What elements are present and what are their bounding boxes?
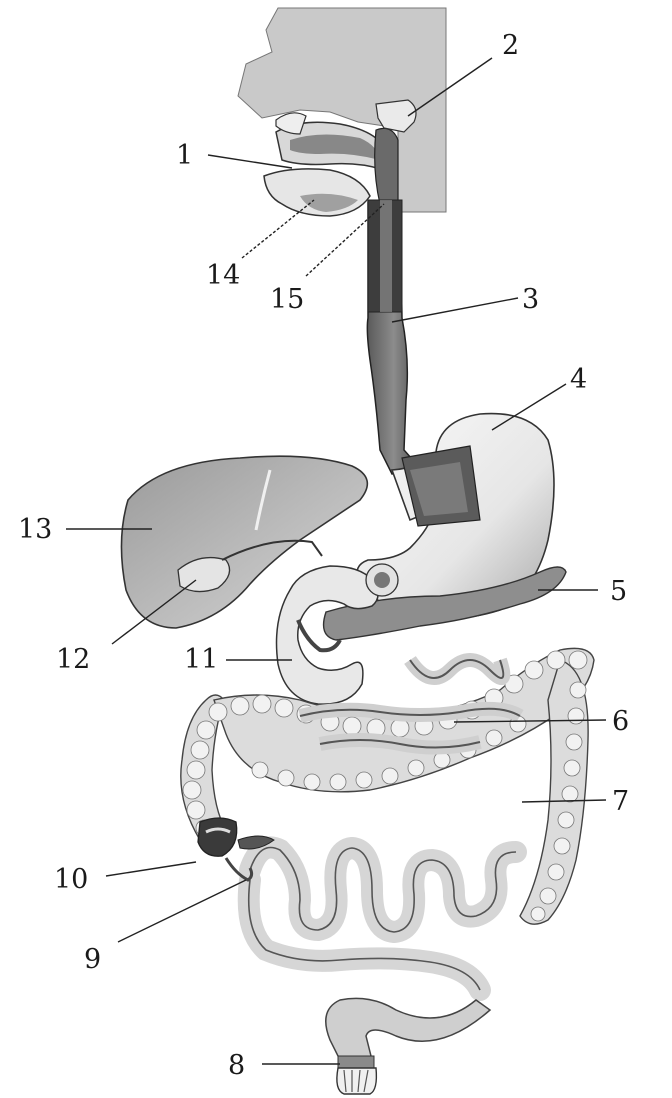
label-4: 4 (570, 366, 587, 393)
small-intestine-coils (249, 848, 516, 991)
leader-line-3 (392, 298, 518, 322)
label-5: 5 (610, 578, 627, 605)
label-12: 12 (56, 646, 90, 673)
label-14: 14 (206, 262, 240, 289)
label-6: 6 (612, 708, 629, 735)
label-1: 1 (176, 142, 193, 169)
label-9: 9 (84, 946, 101, 973)
label-11: 11 (184, 646, 218, 673)
label-10: 10 (54, 866, 88, 893)
anus (337, 1068, 377, 1094)
label-8: 8 (228, 1052, 245, 1079)
leader-line-1 (208, 155, 292, 168)
rectum (326, 998, 490, 1070)
liver (121, 456, 367, 628)
leader-line-10 (106, 862, 196, 876)
label-15: 15 (270, 286, 304, 313)
label-13: 13 (18, 516, 52, 543)
leader-line-7 (522, 800, 606, 802)
label-3: 3 (522, 286, 539, 313)
label-2: 2 (502, 32, 519, 59)
mouth-region (264, 100, 416, 216)
leader-line-9 (118, 880, 246, 942)
label-7: 7 (612, 788, 629, 815)
